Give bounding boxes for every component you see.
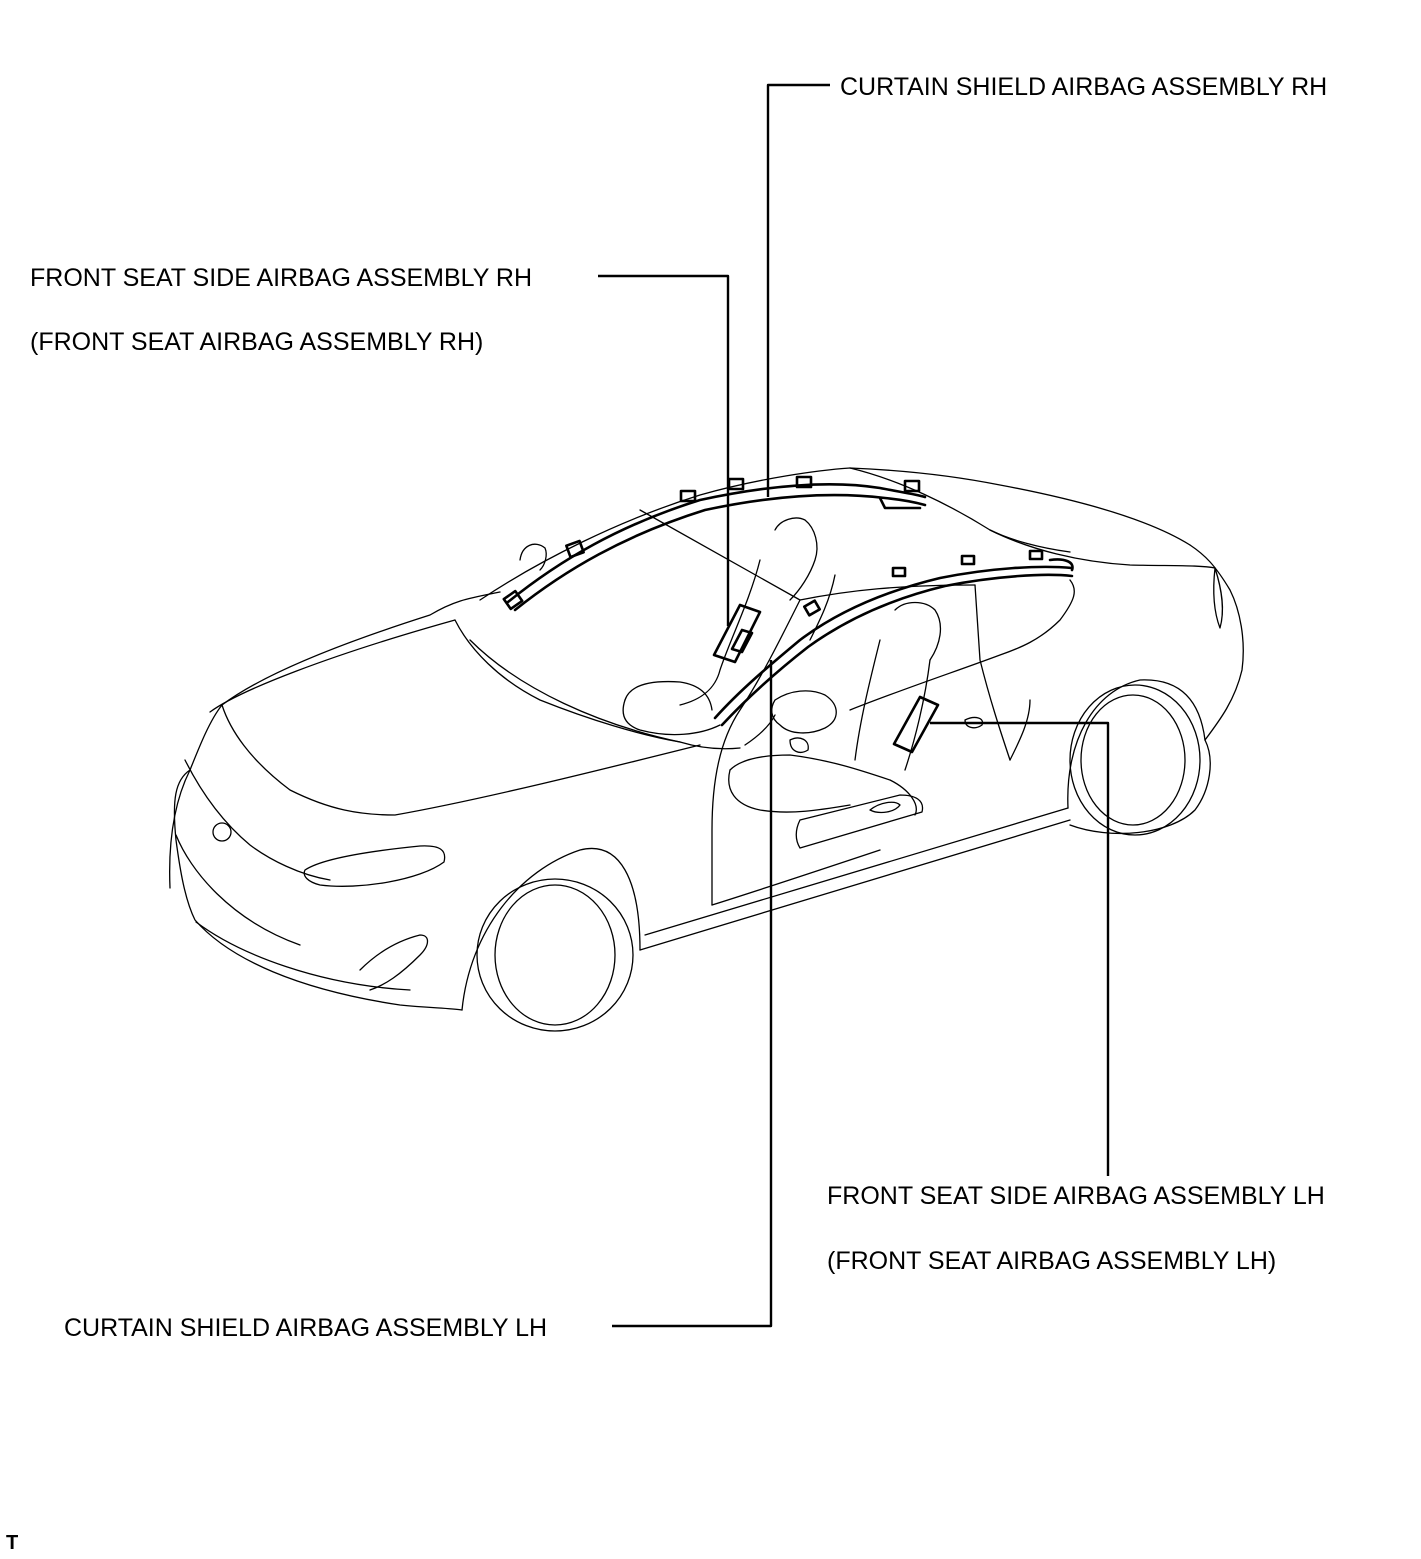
label-side-airbag-lh-alt: (FRONT SEAT AIRBAG ASSEMBLY LH) [827,1247,1277,1275]
car-body-outline [169,467,1244,1032]
label-curtain-airbag-rh: CURTAIN SHIELD AIRBAG ASSEMBLY RH [840,73,1328,101]
curtain-airbag-lh [713,549,1074,727]
leader-lines [598,83,1110,1328]
label-curtain-airbag-lh: CURTAIN SHIELD AIRBAG ASSEMBLY LH [64,1314,548,1342]
leader-curtain-lh [612,660,773,1328]
label-side-airbag-rh: FRONT SEAT SIDE AIRBAG ASSEMBLY RH [30,264,533,292]
leader-side-rh [598,274,730,626]
side-airbag-rh [712,603,762,664]
label-side-airbag-rh-alt: (FRONT SEAT AIRBAG ASSEMBLY RH) [30,328,484,356]
curtain-airbag-rh [502,475,927,612]
leader-side-lh [930,721,1110,1176]
side-airbag-lh [892,695,940,754]
label-side-airbag-lh: FRONT SEAT SIDE AIRBAG ASSEMBLY LH [827,1182,1325,1210]
leader-curtain-rh [766,83,830,497]
corner-mark: T [6,1532,19,1554]
